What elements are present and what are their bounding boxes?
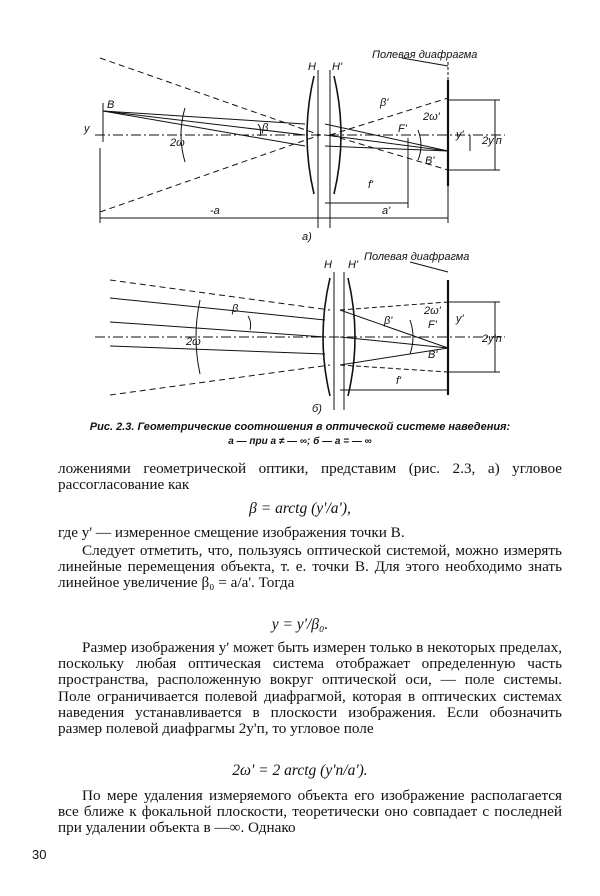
label-y-prime: y' [455, 129, 465, 141]
formula-y: y = y'/β₀. [271, 616, 329, 633]
paragraph-4: Размер изображения y' может быть измерен… [58, 639, 562, 738]
figure-caption: Рис. 2.3. Геометрические соотношения в о… [89, 421, 511, 433]
label-field-stop: Полевая диафрагма [372, 49, 477, 61]
label-2y-p: 2y'п [481, 333, 502, 345]
label-B: B [107, 99, 114, 111]
label-f-prime: f' [396, 375, 402, 387]
label-f-prime: f' [368, 179, 374, 191]
label-sub-b: б) [312, 403, 322, 415]
label-beta-prime: β' [383, 315, 393, 327]
paragraph-5: По мере удаления измеряемого объекта его… [58, 787, 562, 837]
label-beta: β [261, 122, 269, 134]
label-B-prime: B' [425, 155, 435, 167]
figure-b: H H' Полевая диафрагма 2ω β β' 2ω' F' B'… [0, 250, 600, 420]
label-2omega: 2ω [185, 336, 201, 348]
label-2omega-prime: 2ω' [423, 305, 442, 317]
label-y: y [83, 123, 91, 135]
label-2omega: 2ω [169, 137, 185, 149]
figure-a: B y 2ω β -a H H' Полевая диафрагма β' 2ω… [0, 28, 600, 248]
label-F-prime: F' [398, 123, 408, 135]
formula-omega: 2ω' = 2 arctg (y'п/a'). [232, 762, 368, 779]
label-H-prime: H' [332, 61, 343, 73]
label-sub-a: а) [302, 231, 312, 243]
label-a-prime: a' [382, 205, 391, 217]
formula-beta: β = arctg (y'/a'), [249, 500, 351, 517]
label-y-prime: y' [455, 313, 465, 325]
label-beta-prime: β' [379, 97, 389, 109]
figure-a-drawing: B y 2ω β -a H H' Полевая диафрагма β' 2ω… [83, 49, 505, 243]
figure-b-drawing: H H' Полевая диафрагма 2ω β β' 2ω' F' B'… [95, 251, 505, 415]
figure-caption-legend: а — при а ≠ — ∞; б — а = — ∞ [228, 436, 372, 447]
paragraph-2: где y' — измеренное смещение изображения… [58, 524, 405, 541]
page-number: 30 [32, 847, 47, 862]
label-2y-p: 2y'п [481, 135, 502, 147]
label-B-prime: B' [428, 349, 438, 361]
label-beta: β [231, 303, 239, 315]
label-2omega-prime: 2ω' [422, 111, 441, 123]
label-F-prime: F' [428, 319, 438, 331]
label-H-prime: H' [348, 259, 359, 271]
label-H: H [308, 61, 316, 73]
paragraph-3: Следует отметить, что, пользуясь оптичес… [58, 542, 562, 592]
label-H: H [324, 259, 332, 271]
label-field-stop: Полевая диафрагма [364, 251, 469, 263]
label-minus-a: -a [210, 205, 220, 217]
paragraph-1: ложениями геометрической оптики, предста… [58, 460, 562, 494]
